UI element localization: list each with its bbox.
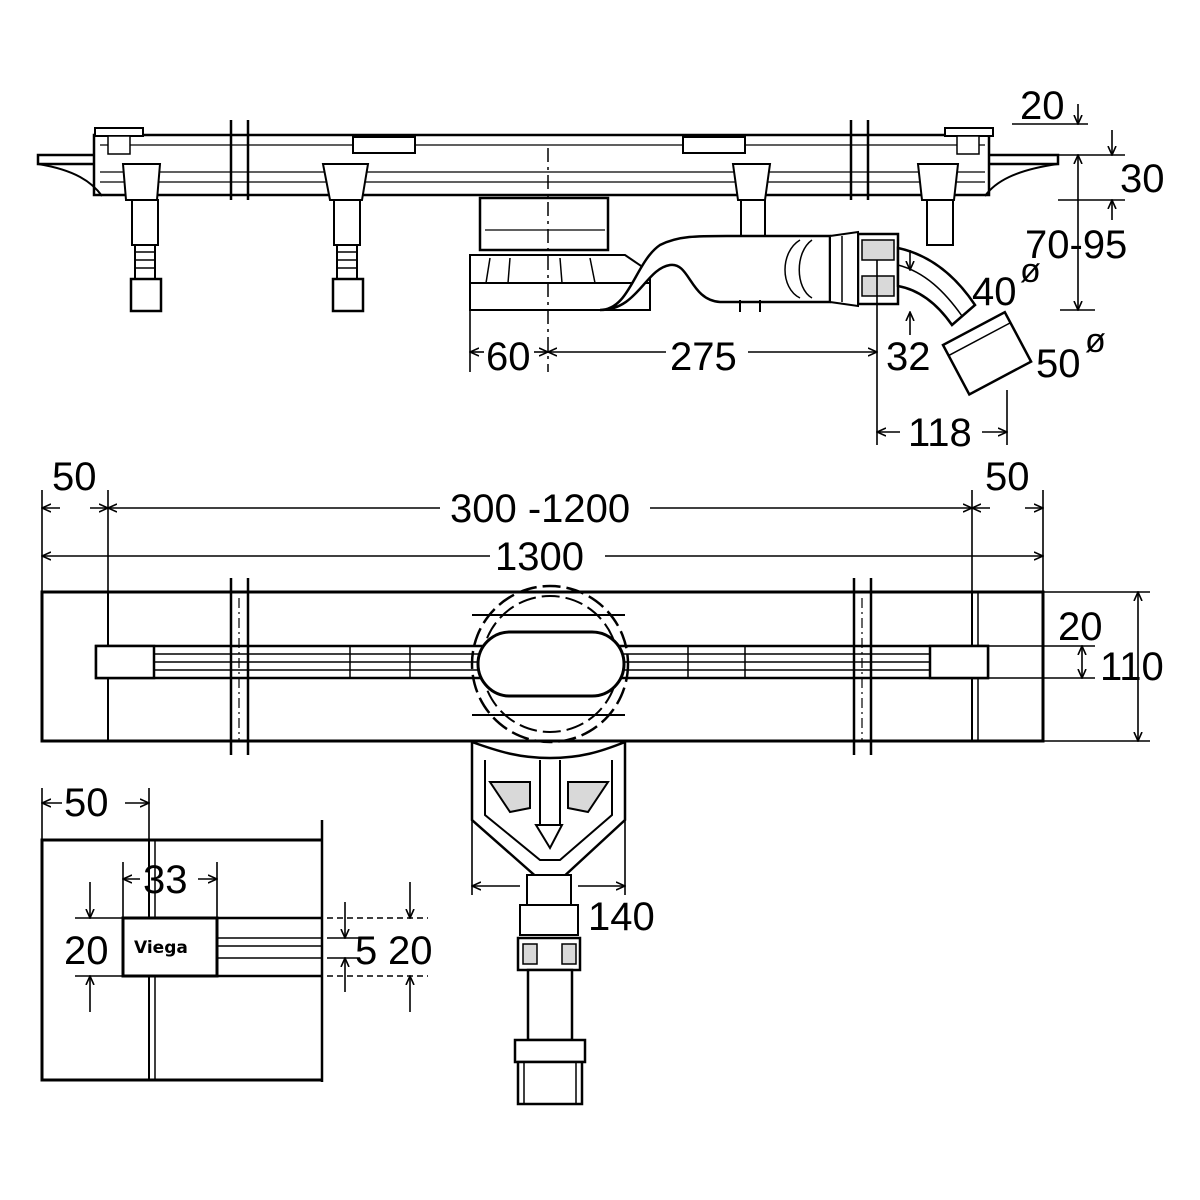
detail-frame — [40, 838, 322, 1082]
end-cap-left — [94, 127, 144, 137]
viega-end-cap — [121, 916, 219, 978]
dim-pipe-dia-40: 40 — [972, 270, 1017, 314]
dim-slot-width: 20 — [1058, 605, 1103, 649]
dim-channel-length: 300 -1200 — [450, 487, 630, 531]
foot-4 — [916, 163, 960, 246]
foot-2 — [321, 163, 370, 313]
outlet-pipe-down — [526, 968, 574, 1042]
trap-body — [470, 740, 627, 882]
dim-pipe-dia-50: 50 — [1036, 342, 1081, 386]
top-view: 50 300 -1200 50 1300 — [40, 455, 1164, 1106]
dim-detail-edge: 50 — [64, 781, 109, 825]
channel-body — [92, 133, 991, 197]
dim-total-length: 1300 — [495, 535, 584, 579]
detail-view: 50 Viega 33 20 5 20 — [40, 781, 433, 1082]
dim-outlet-distance: 275 — [670, 335, 737, 379]
dim-outlet-height: 32 — [886, 335, 931, 379]
outlet-housing — [478, 196, 610, 252]
grate-clip — [352, 136, 416, 154]
grate-clip — [682, 136, 746, 154]
elbow-sleeve — [941, 310, 1033, 397]
dim-gap: 5 — [355, 929, 377, 973]
dim-cap-length: 33 — [143, 858, 188, 902]
dim-total-width: 110 — [1100, 645, 1164, 689]
end-cap-left — [94, 644, 156, 680]
outlet-flange — [470, 584, 630, 744]
foot-3 — [731, 163, 772, 241]
dim-height-range: 70-95 — [1025, 223, 1127, 267]
end-cap-right — [944, 127, 994, 137]
side-view: 20 30 70-95 40 ø 50 ø 60 275 32 118 — [36, 84, 1165, 455]
dim-slot-height: 20 — [388, 929, 433, 973]
dim-margin-right: 50 — [985, 455, 1030, 499]
foot-1 — [121, 163, 163, 313]
diameter-symbol: ø — [1020, 252, 1041, 290]
dim-margin-left: 50 — [52, 455, 97, 499]
dim-outlet-width: 140 — [588, 895, 655, 939]
dim-foot-offset: 60 — [486, 335, 531, 379]
dim-cap-height: 20 — [64, 929, 109, 973]
dim-offset-top: 20 — [1020, 84, 1065, 128]
dim-thickness: 30 — [1120, 157, 1165, 201]
viega-logo: Viega — [134, 938, 188, 958]
diameter-symbol: ø — [1085, 322, 1106, 360]
dim-elbow-length: 118 — [908, 411, 972, 455]
end-cap-right — [928, 644, 990, 680]
